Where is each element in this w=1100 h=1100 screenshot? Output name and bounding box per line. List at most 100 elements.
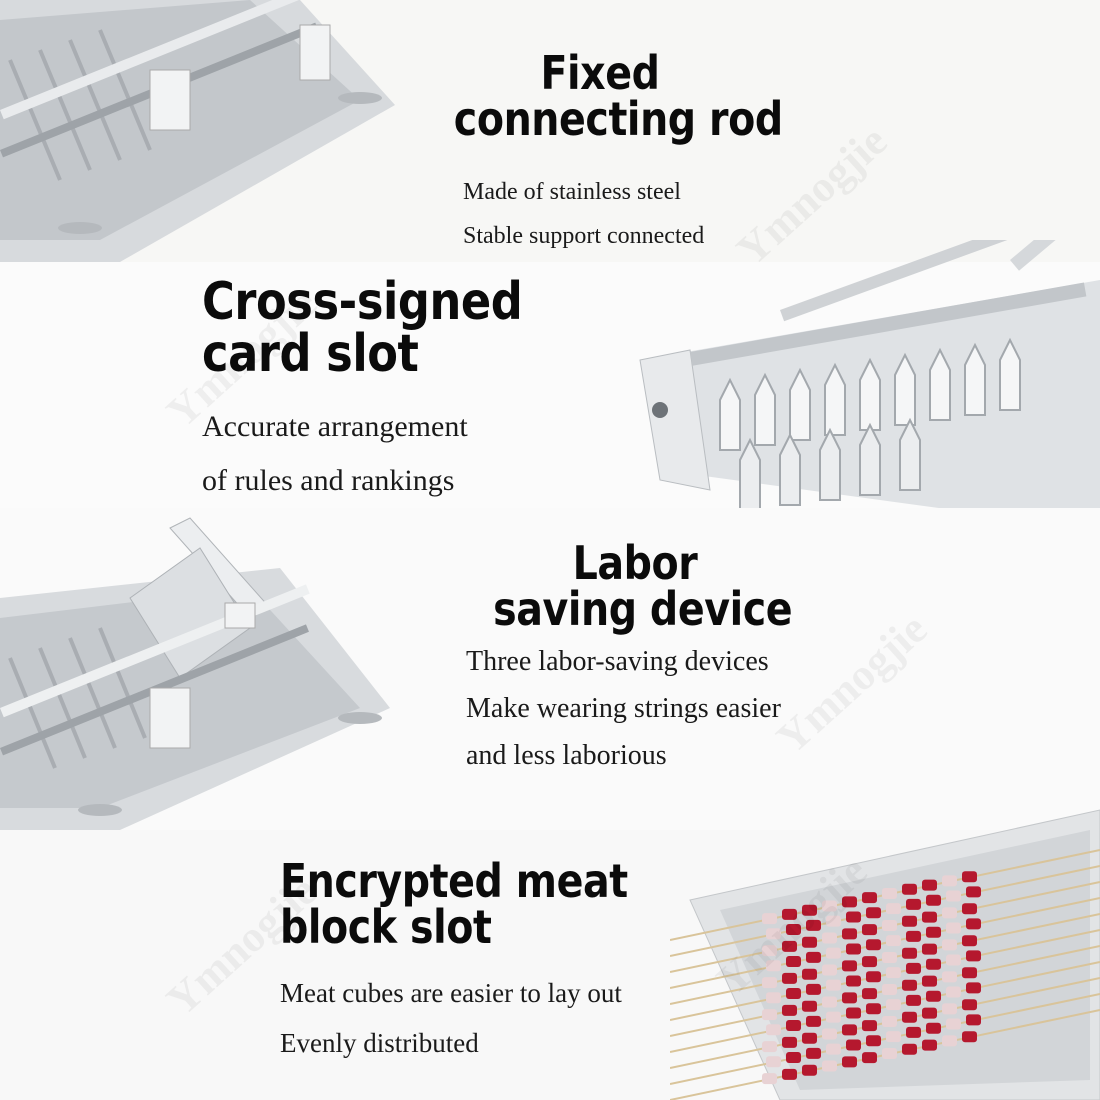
heading-line: block slot — [280, 900, 492, 954]
meat-cube — [846, 1039, 861, 1051]
meat-cube — [946, 890, 961, 902]
meat-cube — [802, 1000, 817, 1012]
feature-description: Meat cubes are easier to lay out Evenly … — [280, 968, 622, 1068]
meat-cube — [782, 1004, 797, 1016]
meat-cube — [906, 994, 921, 1006]
meat-cube — [922, 943, 937, 955]
card-slot-closeup-image — [639, 240, 1100, 530]
feature-heading: Labor saving device — [493, 536, 793, 636]
description-line: and less laborious — [466, 740, 667, 771]
skewer-stick — [670, 929, 1100, 1021]
heading-line: Labor — [572, 536, 698, 590]
meat-cube — [902, 915, 917, 927]
meat-cube — [842, 992, 857, 1004]
meat-cube — [886, 1031, 901, 1043]
meat-cube — [926, 894, 941, 906]
meat-cube — [886, 967, 901, 979]
meat-cube — [762, 945, 777, 957]
meat-cube — [966, 886, 981, 898]
description-line: Accurate arrangement — [202, 410, 468, 443]
meat-cube — [922, 879, 937, 891]
skewer-stick — [670, 961, 1100, 1053]
meat-cube — [966, 982, 981, 994]
meat-cube — [962, 935, 977, 947]
meat-cube — [942, 875, 957, 887]
meat-cube — [866, 1035, 881, 1047]
meat-cube — [802, 1032, 817, 1044]
meat-cube — [882, 983, 897, 995]
meat-cube — [942, 939, 957, 951]
meat-cube — [786, 956, 801, 968]
meat-skewers-tray-image — [670, 809, 1100, 1100]
meat-cube — [882, 887, 897, 899]
meat-cube — [766, 992, 781, 1004]
heading-line: card slot — [202, 324, 419, 384]
meat-cube — [942, 907, 957, 919]
description-line: Made of stainless steel — [463, 179, 681, 205]
meat-cube — [962, 999, 977, 1011]
heading-line: saving device — [493, 582, 793, 636]
meat-cube — [846, 943, 861, 955]
meat-cube — [886, 935, 901, 947]
meat-cube — [946, 922, 961, 934]
meat-cube — [882, 1047, 897, 1059]
meat-cube — [882, 919, 897, 931]
meat-cube — [766, 1056, 781, 1068]
meat-cube — [822, 900, 837, 912]
meat-cube — [962, 871, 977, 883]
description-line: Evenly distributed — [280, 1028, 479, 1058]
meat-cube — [846, 911, 861, 923]
meat-cube — [902, 947, 917, 959]
meat-cube — [822, 1060, 837, 1072]
meat-cube — [962, 903, 977, 915]
meat-cube — [906, 962, 921, 974]
meat-cube — [862, 1020, 877, 1032]
meat-cube — [882, 951, 897, 963]
meat-cube — [786, 1020, 801, 1032]
meat-cube — [926, 958, 941, 970]
meat-cube — [802, 968, 817, 980]
meat-cube — [962, 1031, 977, 1043]
meat-cube — [842, 1056, 857, 1068]
meat-cube — [806, 1015, 821, 1027]
skewer-rows — [670, 849, 1100, 1100]
meat-cube — [826, 979, 841, 991]
description-line: Three labor-saving devices — [466, 646, 769, 677]
heading-line: Encrypted meat — [280, 854, 628, 908]
meat-cube — [942, 1035, 957, 1047]
feature-description: Accurate arrangement of rules and rankin… — [202, 400, 468, 508]
meat-cube — [862, 956, 877, 968]
meat-cube — [822, 932, 837, 944]
meat-cube — [866, 907, 881, 919]
meat-cube — [886, 903, 901, 915]
meat-cube — [902, 979, 917, 991]
meat-cube — [942, 1003, 957, 1015]
meat-cube — [762, 1041, 777, 1053]
meat-cube — [826, 1011, 841, 1023]
meat-cube — [826, 1043, 841, 1055]
heading-line: Fixed — [540, 46, 660, 100]
meat-cube — [806, 951, 821, 963]
meat-cube — [922, 1007, 937, 1019]
meat-cube — [822, 996, 837, 1008]
meat-cube — [866, 971, 881, 983]
meat-cube — [926, 990, 941, 1002]
meat-cube — [766, 1024, 781, 1036]
meat-cube — [906, 898, 921, 910]
meat-cube — [922, 911, 937, 923]
meat-cube — [786, 988, 801, 1000]
meat-cube — [906, 1026, 921, 1038]
meat-cube — [906, 930, 921, 942]
meat-cube — [762, 1073, 777, 1085]
meat-cube — [902, 1011, 917, 1023]
meat-cube — [862, 924, 877, 936]
meat-cube — [882, 1015, 897, 1027]
heading-line: Cross-signed — [202, 272, 523, 332]
feature-section-labor-saving: Labor saving device Three labor-saving d… — [0, 508, 1100, 830]
meat-cube — [926, 1022, 941, 1034]
meat-cube — [942, 971, 957, 983]
meat-cube — [842, 928, 857, 940]
meat-cube — [786, 924, 801, 936]
meat-cube — [782, 972, 797, 984]
feature-description: Made of stainless steel Stable support c… — [463, 170, 704, 258]
